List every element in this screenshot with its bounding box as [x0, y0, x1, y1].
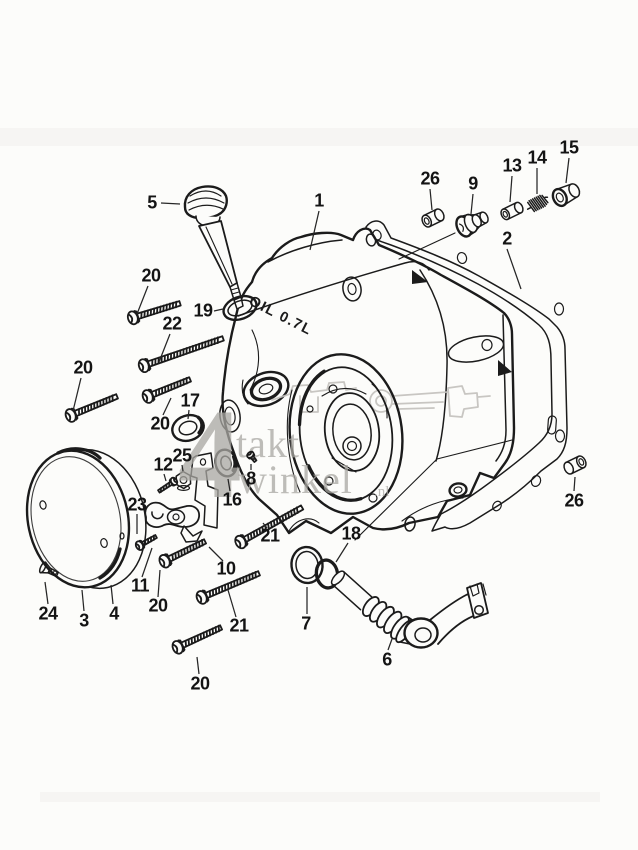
part-label-10: 10 — [216, 558, 236, 579]
part-label-11: 11 — [130, 575, 150, 596]
o-ring-part-18 — [314, 558, 340, 590]
part-label-20c: 20 — [150, 413, 170, 434]
part-label-19: 19 — [193, 300, 213, 321]
cam-lever-part-11 — [144, 501, 203, 543]
part-label-2: 2 — [502, 228, 512, 249]
part-label-4: 4 — [109, 603, 119, 624]
part-label-9: 9 — [468, 173, 478, 194]
o-ring-part-19 — [222, 294, 258, 322]
watermark-suffix: .nl — [374, 484, 389, 500]
gasket-part-2 — [365, 220, 568, 532]
part-label-20b: 20 — [73, 357, 93, 378]
part-label-26b: 26 — [564, 490, 584, 511]
part-label-15: 15 — [559, 137, 579, 158]
part-label-18: 18 — [341, 523, 361, 544]
hex-nut-part-25 — [175, 470, 192, 492]
watermark-word-1: takt — [236, 421, 300, 466]
oil-seal-part-16 — [214, 448, 238, 478]
part-label-23: 23 — [127, 494, 147, 515]
flat-head-screw-part-24 — [38, 561, 59, 578]
part-label-13: 13 — [502, 155, 522, 176]
guide-plate — [190, 452, 219, 529]
dowel-pin-part-26-bottom — [563, 455, 587, 475]
spring-part-14 — [526, 194, 549, 213]
oil-seal-part-17 — [171, 413, 205, 443]
oil-filler-dipstick-part-5 — [183, 185, 244, 310]
part-label-1: 1 — [314, 190, 324, 211]
dowel-pin-part-26-top — [421, 208, 445, 228]
scan-noise-band — [40, 792, 600, 802]
part-label-16: 16 — [222, 489, 242, 510]
watermark-numeral: 4 — [178, 383, 242, 525]
cover-bearing-opening — [286, 353, 404, 515]
part-label-20a: 20 — [141, 265, 161, 286]
screw — [158, 538, 207, 569]
screw — [137, 335, 225, 374]
watermark-word-2: winkel — [238, 457, 353, 502]
part-label-17: 17 — [180, 390, 200, 411]
screw — [157, 476, 179, 494]
part-label-26a: 26 — [420, 168, 440, 189]
spring-seat-part-13 — [500, 201, 524, 221]
alignment-lines — [354, 232, 513, 541]
scan-noise-band — [0, 128, 638, 146]
screw — [141, 376, 192, 404]
screw — [171, 624, 223, 655]
part-label-25: 25 — [172, 445, 192, 466]
part-label-24: 24 — [38, 603, 58, 624]
screw — [195, 570, 261, 605]
screw — [64, 393, 119, 423]
plug-screw-part-9 — [455, 211, 489, 238]
part-label-21a: 21 — [260, 525, 280, 546]
part-label-20d: 20 — [148, 595, 168, 616]
cap-bolt-part-15 — [551, 183, 581, 208]
screw — [134, 534, 158, 551]
screw — [246, 450, 258, 463]
part-label-3: 3 — [79, 610, 89, 631]
part-label-8: 8 — [246, 468, 256, 489]
part-label-5: 5 — [147, 192, 157, 213]
part-label-22: 22 — [162, 313, 182, 334]
part-label-6: 6 — [382, 649, 392, 670]
part-label-12: 12 — [153, 454, 173, 475]
gear-shift-pedal-part-6 — [330, 570, 489, 649]
part-label-14: 14 — [527, 147, 547, 168]
part-label-21b: 21 — [229, 615, 249, 636]
clutch-adjust-cover-parts-3-4 — [25, 447, 147, 590]
crankcase-cover-part-1: OIL 0.7L — [219, 227, 516, 535]
part-label-20e: 20 — [190, 673, 210, 694]
part-label-7: 7 — [301, 613, 311, 634]
watermark: 4 takt winkel .nl — [178, 383, 389, 525]
